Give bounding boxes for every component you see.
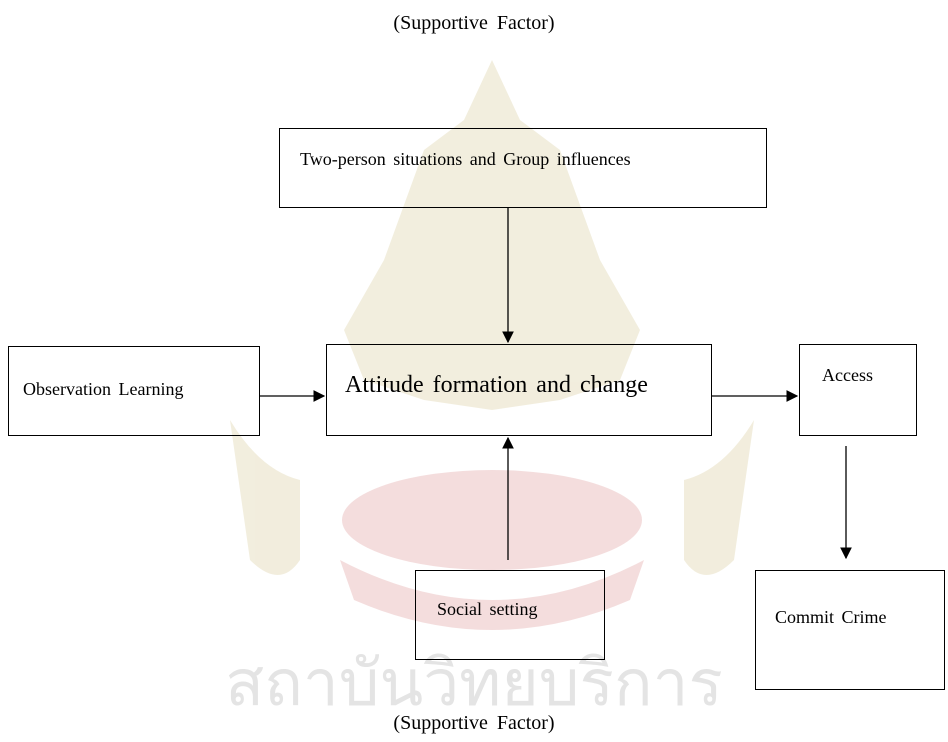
box-group-influences: Two-person situations and Group influenc… xyxy=(279,128,767,208)
box-social-setting: Social setting xyxy=(415,570,605,660)
bottom-caption: (Supportive Factor) xyxy=(393,712,555,734)
box-group-influences-label: Two-person situations and Group influenc… xyxy=(300,149,631,169)
box-observation-learning-label: Observation Learning xyxy=(23,379,184,399)
box-commit-crime: Commit Crime xyxy=(755,570,945,690)
box-social-setting-label: Social setting xyxy=(437,599,538,619)
box-attitude-formation: Attitude formation and change xyxy=(326,344,712,436)
box-observation-learning: Observation Learning xyxy=(8,346,260,436)
box-attitude-formation-label: Attitude formation and change xyxy=(345,372,648,398)
box-access: Access xyxy=(799,344,917,436)
box-access-label: Access xyxy=(822,365,873,385)
box-commit-crime-label: Commit Crime xyxy=(775,607,887,627)
top-caption: (Supportive Factor) xyxy=(393,12,555,34)
